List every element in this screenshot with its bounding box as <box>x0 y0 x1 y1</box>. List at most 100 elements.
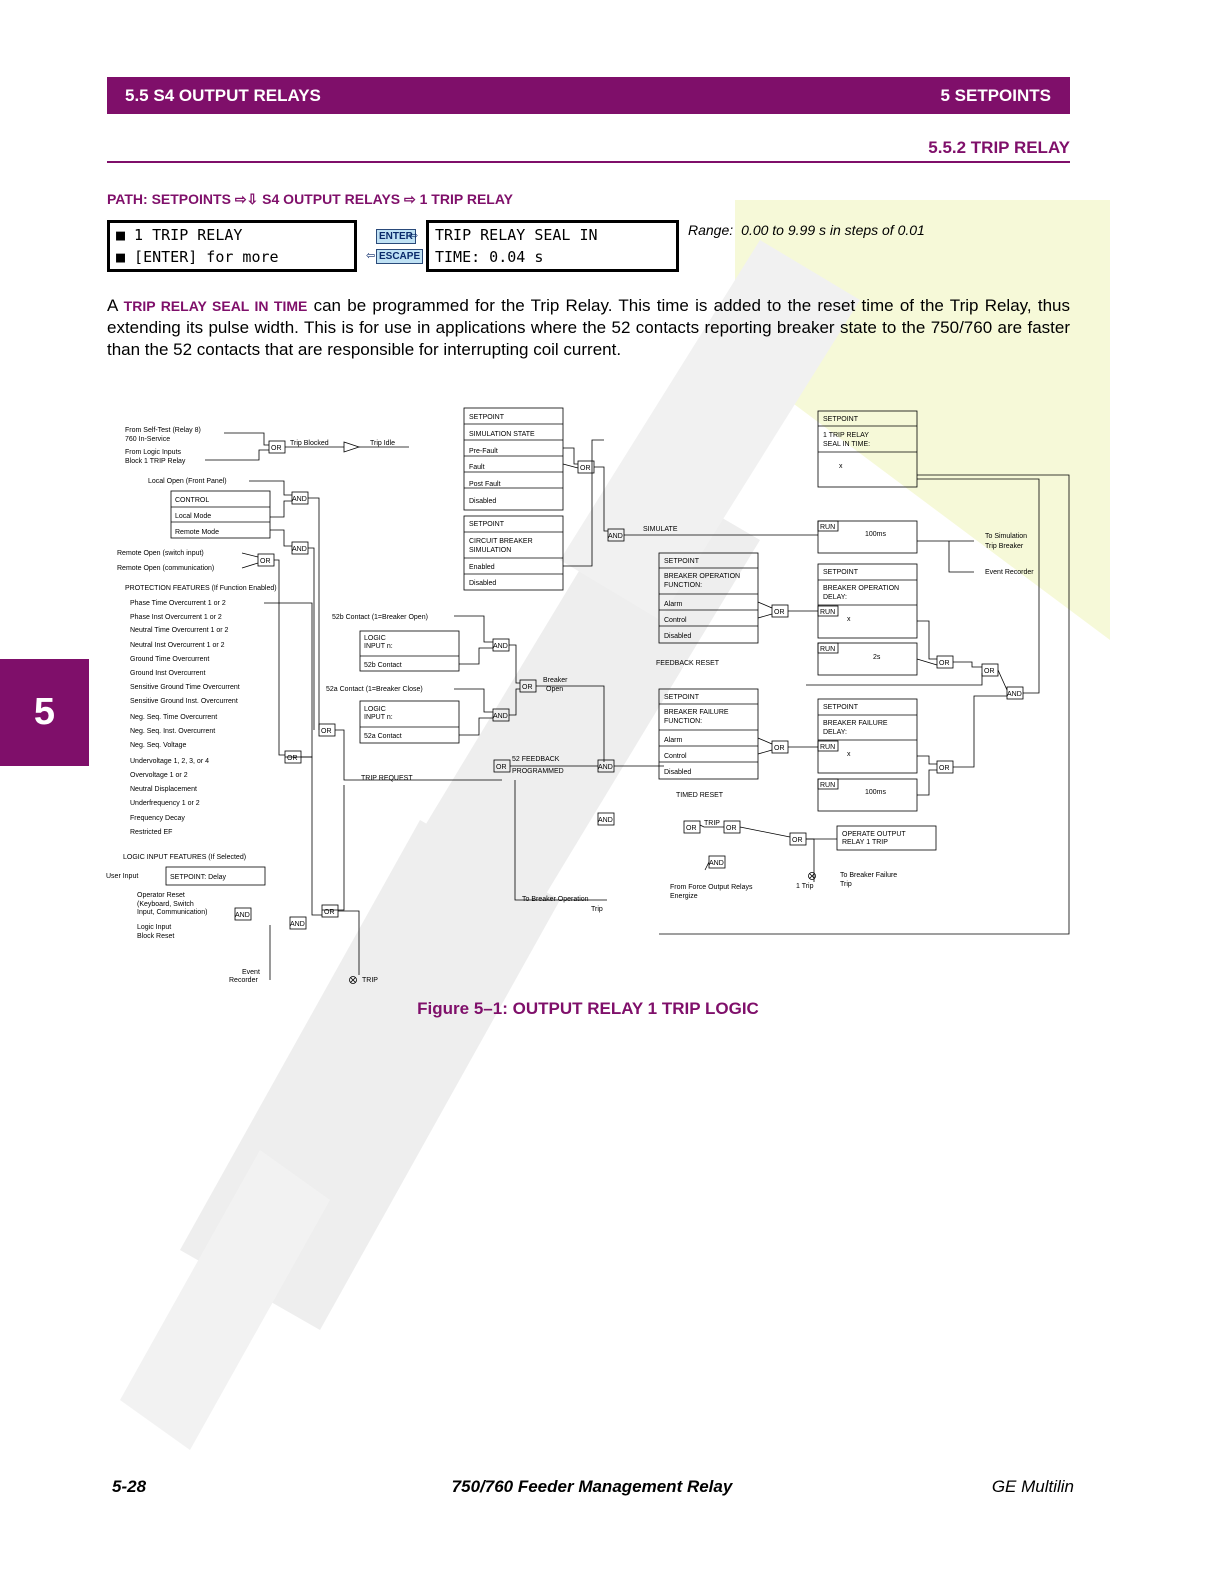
diag-prot-item: Neutral Displacement <box>130 786 197 793</box>
diag-trip-idle: Trip Idle <box>370 440 395 447</box>
diag-gate-or: OR <box>260 558 271 565</box>
diag-prot-item: Phase Time Overcurrent 1 or 2 <box>130 600 226 607</box>
diag-timer-100ms: 100ms <box>865 531 887 538</box>
diag-prot-item: Sensitive Ground Inst. Overcurrent <box>130 698 238 705</box>
diag-to-bo-trip: To Breaker Operation <box>522 896 589 903</box>
diag-prot-item: Neg. Seq. Time Overcurrent <box>130 714 217 721</box>
diag-local-open: Local Open (Front Panel) <box>148 478 227 485</box>
diag-bff-title: BREAKER FAILURE <box>664 709 729 716</box>
diag-logic-a-title: LOGIC <box>364 706 386 713</box>
footer-brand: GE Multilin <box>991 1477 1074 1496</box>
diag-bfd-title: BREAKER FAILURE <box>823 720 888 727</box>
diag-local-mode: Local Mode <box>175 513 211 520</box>
diag-remote-open-switch: Remote Open (switch input) <box>117 550 204 557</box>
diag-gate-and: AND <box>290 921 305 928</box>
diag-event-recorder-2: Recorder <box>229 977 258 984</box>
diag-sim-postfault: Post Fault <box>469 481 501 488</box>
diag-logic-title: LOGIC INPUT FEATURES (If Selected) <box>123 854 246 861</box>
section-rule <box>107 161 1070 163</box>
chapter-title: 5 SETPOINTS <box>940 85 1051 105</box>
diag-gate-or: OR <box>939 660 950 667</box>
diag-setpoint-delay: SETPOINT: Delay <box>170 874 227 881</box>
diag-cb-disabled: Disabled <box>469 580 496 587</box>
diag-operator-reset-2: (Keyboard, Switch <box>137 901 194 908</box>
diag-gate-and: AND <box>493 713 508 720</box>
diag-sim-state: SIMULATION STATE <box>469 431 535 438</box>
diag-gate-and: AND <box>1007 691 1022 698</box>
diag-remote-open-comm: Remote Open (communication) <box>117 565 214 572</box>
diag-seal-title: 1 TRIP RELAY <box>823 432 869 439</box>
diag-logic-b-title: LOGIC <box>364 635 386 642</box>
lcd-line-2: TIME: 0.04 s <box>435 248 544 266</box>
diag-remote-mode: Remote Mode <box>175 529 219 536</box>
diag-prot-item: Undervoltage 1, 2, 3, or 4 <box>130 758 209 765</box>
diag-gate-and: AND <box>292 546 307 553</box>
diag-gate-or: OR <box>321 728 332 735</box>
diag-prot-item: Neg. Seq. Inst. Overcurrent <box>130 728 215 735</box>
diag-gate-or: OR <box>324 909 335 916</box>
section-title: 5.5 S4 OUTPUT RELAYS <box>125 85 321 105</box>
lcd-line-1: TRIP RELAY SEAL IN <box>435 226 598 244</box>
diag-seal-title-2: SEAL IN TIME: <box>823 441 870 448</box>
diag-bff-setpoint: SETPOINT <box>664 694 700 701</box>
diag-bff-control: Control <box>664 753 687 760</box>
lcd-display-left: ■ 1 TRIP RELAY ■ [ENTER] for more <box>107 220 357 272</box>
diag-bod-title-2: DELAY: <box>823 594 847 601</box>
diag-to-bo-trip-2: Trip <box>591 906 603 913</box>
diag-gate-or: OR <box>774 609 785 616</box>
para-lead: A <box>107 296 124 315</box>
diag-sim-setpoint: SETPOINT <box>469 414 505 421</box>
diag-prot-item: Phase Inst Overcurrent 1 or 2 <box>130 614 222 621</box>
footer-title: 750/760 Feeder Management Relay <box>451 1477 733 1496</box>
lcd-line-1: ■ 1 TRIP RELAY <box>116 226 243 244</box>
diag-gate-or: OR <box>774 745 785 752</box>
diag-logic-block-reset-2: Block Reset <box>137 933 174 940</box>
diag-force-output: From Force Output Relays <box>670 884 753 891</box>
lcd-display-right: TRIP RELAY SEAL IN TIME: 0.04 s <box>426 220 679 272</box>
diag-bfd-setpoint: SETPOINT <box>823 704 859 711</box>
diag-prot-item: Ground Time Overcurrent <box>130 656 209 663</box>
diag-to-sim: To Simulation <box>985 533 1027 540</box>
diag-bfd-title-2: DELAY: <box>823 729 847 736</box>
diag-gate-and: AND <box>598 764 613 771</box>
diag-prot-item: Neutral Time Overcurrent 1 or 2 <box>130 627 229 634</box>
diag-gate-and: AND <box>598 817 613 824</box>
diag-gate-and: AND <box>709 860 724 867</box>
diag-gate-or: OR <box>792 837 803 844</box>
diag-bod-x: x <box>847 616 851 623</box>
header-bar: 5.5 S4 OUTPUT RELAYS 5 SETPOINTS <box>107 77 1070 114</box>
diag-logic-b-input: INPUT n: <box>364 643 393 650</box>
diag-cb-title: CIRCUIT BREAKER <box>469 538 533 545</box>
diag-breaker-open: Breaker <box>543 677 568 684</box>
diag-sim-prefault: Pre-Fault <box>469 448 498 455</box>
diag-breaker-open-2: Open <box>546 686 563 693</box>
diag-cb-title-2: SIMULATION <box>469 547 511 554</box>
diag-simulate: SIMULATE <box>643 526 678 533</box>
diag-operate-2: RELAY 1 TRIP <box>842 839 888 846</box>
diag-seal-x: x <box>839 463 843 470</box>
diag-sim-fault: Fault <box>469 464 485 471</box>
diag-bod-setpoint: SETPOINT <box>823 569 859 576</box>
diag-gate-or: OR <box>522 684 533 691</box>
diag-prot-item: Sensitive Ground Time Overcurrent <box>130 684 240 691</box>
diag-run: RUN <box>820 782 835 789</box>
diag-to-sim-2: Trip Breaker <box>985 543 1024 550</box>
figure-caption: Figure 5–1: OUTPUT RELAY 1 TRIP LOGIC <box>417 999 759 1018</box>
diag-bff-alarm: Alarm <box>664 737 682 744</box>
diag-logic-a-input: INPUT n: <box>364 714 393 721</box>
diag-bff-disabled: Disabled <box>664 769 691 776</box>
chapter-side-tab: 5 <box>0 659 89 766</box>
diag-gate-or: OR <box>580 465 591 472</box>
diag-prot-item: Neutral Inst Overcurrent 1 or 2 <box>130 642 225 649</box>
diag-seal-setpoint: SETPOINT <box>823 416 859 423</box>
lcd-line-2: ■ [ENTER] for more <box>116 248 279 266</box>
diag-to-bf-trip-2: Trip <box>840 881 852 888</box>
diag-input-block: Block 1 TRIP Relay <box>125 458 186 465</box>
diag-input-inservice: 760 In-Service <box>125 436 170 443</box>
enter-key: ENTER <box>376 229 416 244</box>
diag-input-logic: From Logic Inputs <box>125 449 182 456</box>
diag-gate-and: AND <box>292 496 307 503</box>
diag-trip-request: TRIP REQUEST <box>361 775 413 782</box>
setpoint-path: PATH: SETPOINTS ⇨⇩ S4 OUTPUT RELAYS ⇨ 1 … <box>107 191 513 207</box>
diag-protection-title: PROTECTION FEATURES (If Function Enabled… <box>125 585 277 592</box>
